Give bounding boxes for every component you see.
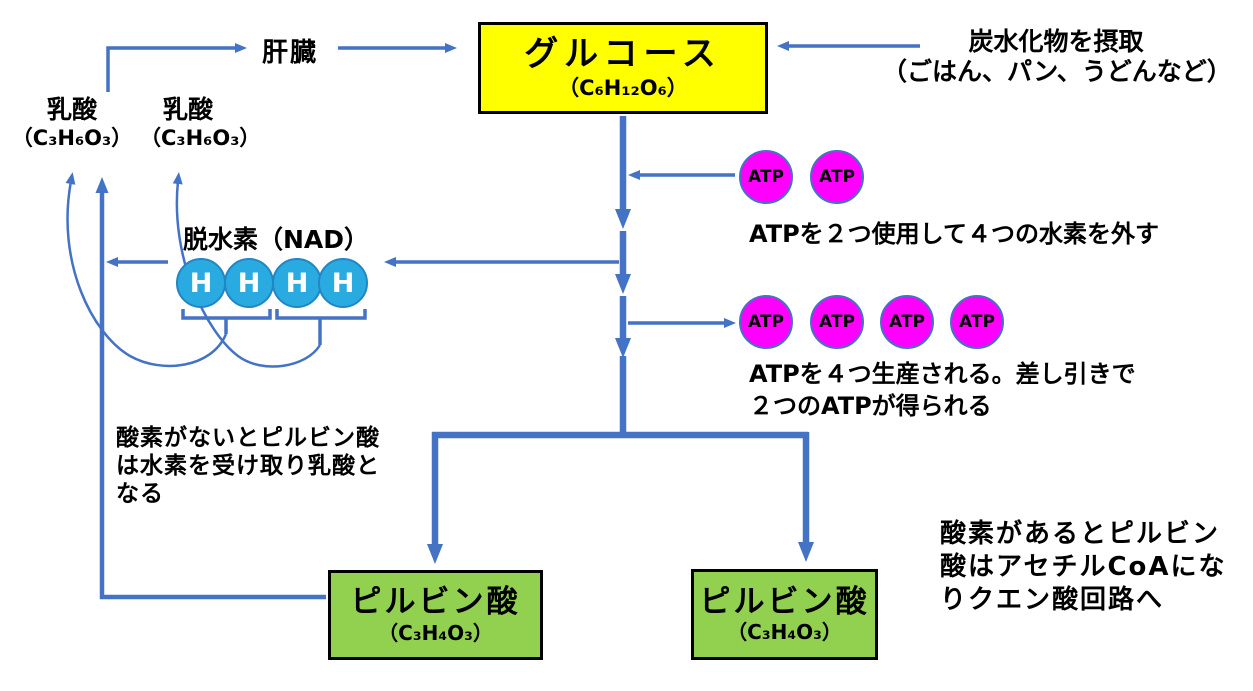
hydrogen-label: H [237,267,261,299]
lactate-label-1: 乳酸 （C₃H₆O₃） [4,96,140,150]
atp-circle: ATP [739,150,793,204]
atp-production-caption-line1: ATPを４つ生産される。差し引きで [749,360,1136,388]
lactate-2-title: 乳酸 [162,95,213,124]
hydrogen-label: H [285,267,309,299]
hydrogen-circle: H [272,258,322,308]
hydrogen-label: H [189,267,213,299]
carbohydrate-note-line2: （ごはん、パン、うどんなど） [882,57,1232,86]
hydrogen-label: H [331,267,355,299]
pyruvate-left-title: ピルビン酸 [350,584,521,621]
lactate-label-2: 乳酸 （C₃H₆O₃） [140,95,261,150]
hydrogen-bracket-2 [275,309,367,320]
glucose-box: グルコース （C₆H₁₂O₆） [478,22,768,114]
pyruvate-left-formula: （C₃H₄O₃） [378,620,493,645]
nad-label: 脱水素（NAD） [183,225,370,254]
arrow-lactate-to-liver [106,43,247,92]
atp-production-caption-line2: ２つのATPが得られる [749,392,992,420]
atp-label: ATP [748,312,784,332]
atp-usage-caption: ATPを２つ使用して４つの水素を外す [749,220,1159,248]
atp-circle: ATP [739,295,793,349]
glucose-formula: （C₆H₁₂O₆） [558,76,688,101]
atp-label: ATP [819,167,855,187]
hydrogen-circle: H [224,258,274,308]
lactate-1-title: 乳酸 [46,95,97,124]
atp-production-caption: ATPを４つ生産される。差し引きで ２つのATPが得られる [749,358,1136,422]
glucose-title: グルコース [524,34,722,75]
atp-label: ATP [819,312,855,332]
pyruvate-box-right: ピルビン酸 （C₃H₄O₃） [691,569,878,660]
hydrogen-circle: H [318,258,368,308]
hydrogen-bracket-1 [181,309,272,320]
atp-label: ATP [748,167,784,187]
lactate-2-formula: （C₃H₆O₃） [140,125,261,150]
anaerobic-note: 酸素がないとピルビン酸 は水素を受け取り乳酸と なる [116,424,380,508]
aerobic-note-line3: りクエン酸回路へ [940,585,1165,615]
pyruvate-box-left: ピルビン酸 （C₃H₄O₃） [328,570,543,660]
lactate-1-formula: （C₃H₆O₃） [11,125,133,150]
liver-label: 肝臓 [262,38,319,68]
atp-circle: ATP [950,295,1004,349]
anaerobic-note-line2: は水素を受け取り乳酸と [116,453,380,479]
carbohydrate-note-line1: 炭水化物を摂取 [968,27,1144,56]
atp-circle: ATP [810,295,864,349]
atp-label: ATP [889,312,925,332]
carbohydrate-note: 炭水化物を摂取 （ごはん、パン、うどんなど） [882,27,1232,87]
aerobic-note: 酸素があるとピルビン 酸はアセチルCoAにな りクエン酸回路へ [940,518,1227,617]
anaerobic-note-line3: なる [116,481,164,507]
hydrogen-circle: H [176,258,226,308]
aerobic-note-line2: 酸はアセチルCoAにな [940,552,1227,582]
atp-label: ATP [959,312,995,332]
pyruvate-right-formula: （C₃H₄O₃） [727,620,842,645]
pyruvate-right-title: ピルビン酸 [699,583,870,620]
anaerobic-note-line1: 酸素がないとピルビン酸 [116,425,380,451]
atp-circle: ATP [880,295,934,349]
atp-circle: ATP [810,150,864,204]
aerobic-note-line1: 酸素があるとピルビン [940,519,1221,549]
